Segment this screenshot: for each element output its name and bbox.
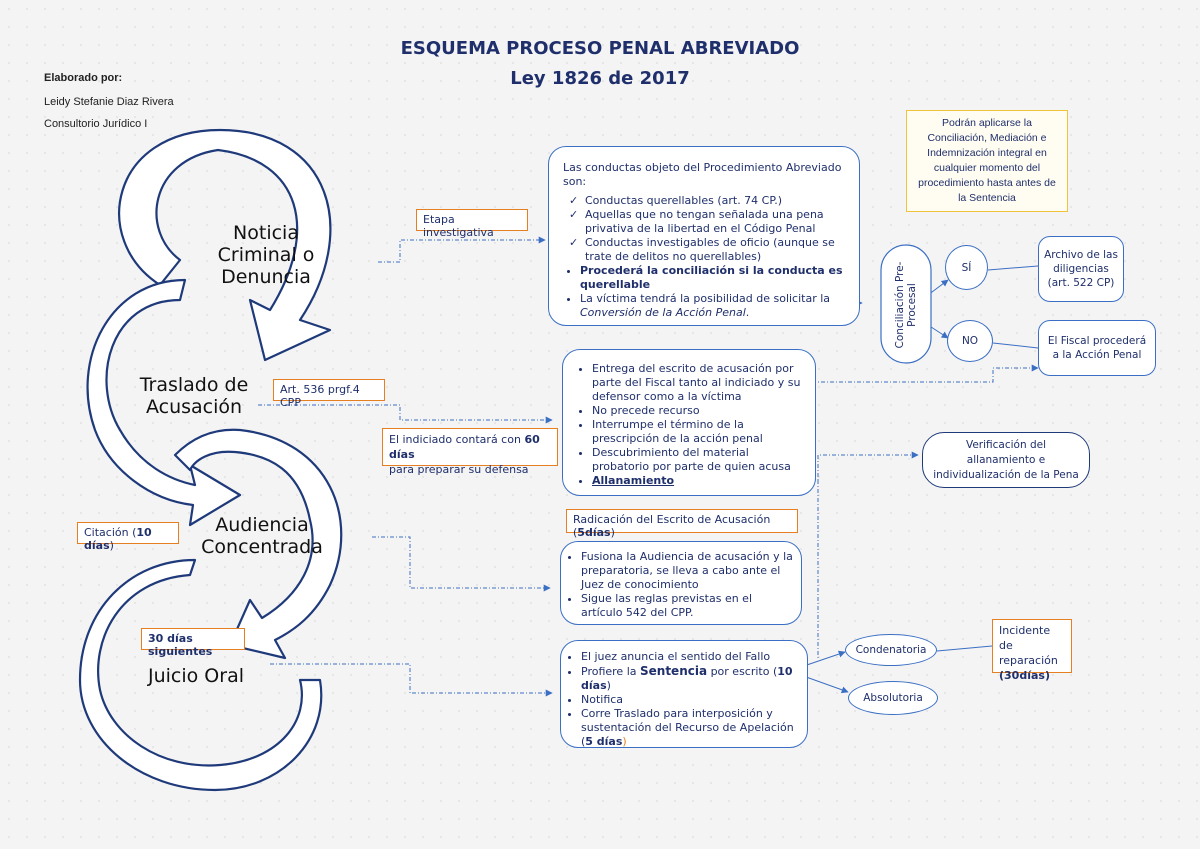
citacion-close: ) xyxy=(109,539,114,552)
option-condenatoria: Condenatoria xyxy=(845,634,937,666)
juicio-item: El juez anuncia el sentido del Fallo xyxy=(581,650,799,664)
conducta-item: ✓Conductas querellables (art. 74 CP.) xyxy=(569,194,783,207)
acusacion-item: Descubrimiento del material probatorio p… xyxy=(592,446,805,474)
citacion-text: Citación ( xyxy=(84,526,137,539)
box-archivo: Archivo de las diligencias (art. 522 CP) xyxy=(1038,236,1124,302)
conciliacion-bullet: Procederá la conciliación si la conducta… xyxy=(580,264,847,292)
acusacion-item: No precede recurso xyxy=(592,404,805,418)
radicacion-text: Radicación del Escrito de Acusación ( xyxy=(573,513,771,539)
radicacion-days: 5días xyxy=(577,526,611,539)
tag-citacion: Citación (10 días) xyxy=(77,522,179,552)
stage-noticia-line1: Noticia xyxy=(233,222,299,244)
page-subtitle: Ley 1826 de 2017 xyxy=(510,68,690,89)
author-name: Leidy Stefanie Diaz Rivera xyxy=(44,96,174,108)
tag-art-536: Art. 536 prgf.4 CPP xyxy=(273,379,385,409)
conducta-text: Aquellas que no tengan señalada una pena… xyxy=(585,208,824,235)
conductas-intro: Las conductas objeto del Procedimiento A… xyxy=(563,161,842,188)
tag-radicacion: Radicación del Escrito de Acusación (5dí… xyxy=(566,509,798,539)
conducta-item: ✓Aquellas que no tengan señalada una pen… xyxy=(569,208,824,235)
victima-text: La víctima tendrá la posibilidad de soli… xyxy=(580,292,831,305)
tag-30-dias: 30 días siguientes xyxy=(141,628,245,658)
box-audiencia: Fusiona la Audiencia de acusación y la p… xyxy=(560,541,802,625)
box-acusacion: Entrega del escrito de acusación por par… xyxy=(562,349,816,496)
stage-audiencia-line2: Concentrada xyxy=(201,536,323,558)
citacion-days: 10 días xyxy=(84,526,152,552)
juicio-text: por escrito ( xyxy=(707,665,778,678)
conducta-text: Conductas investigables de oficio (aunqu… xyxy=(585,236,835,263)
incidente-text: Incidente de reparación xyxy=(999,624,1058,667)
juicio-close: ) xyxy=(606,679,611,692)
conciliacion-pill xyxy=(880,244,932,364)
stage-traslado-line1: Traslado de xyxy=(139,374,249,396)
connector-acusacion-fiscal xyxy=(784,364,1039,386)
option-si: SÍ xyxy=(945,245,988,290)
acusacion-item: Entrega del escrito de acusación por par… xyxy=(592,362,805,404)
page-title: ESQUEMA PROCESO PENAL ABREVIADO xyxy=(400,38,800,59)
indiciado-days: 60 días xyxy=(389,433,540,461)
stage-traslado: Traslado de Acusación xyxy=(124,374,264,418)
sentencia-text: Sentencia xyxy=(640,664,708,678)
conducta-text: Conductas querellables (art. 74 CP.) xyxy=(585,194,783,207)
connector-incidente xyxy=(936,645,993,652)
connector-noticia-etapa xyxy=(378,236,546,263)
stage-noticia-line3: Denuncia xyxy=(221,266,311,288)
juicio-days: 5 días xyxy=(585,735,623,748)
connector-si-archivo xyxy=(987,265,1039,271)
author-label: Elaborado por: xyxy=(44,72,123,84)
box-fiscal: El Fiscal procederá a la Acción Penal xyxy=(1038,320,1156,376)
cycle-arrow-3 xyxy=(173,428,343,660)
incidente-days: (30días) xyxy=(999,669,1050,682)
connector-no-fiscal xyxy=(992,342,1039,349)
tag-incidente-reparacion: Incidente de reparación (30días) xyxy=(992,619,1072,682)
radicacion-close: ) xyxy=(610,526,615,539)
juicio-item: Notifica xyxy=(581,693,799,707)
allanamiento-item: Allanamiento xyxy=(592,474,805,488)
stage-noticia-line2: Criminal o xyxy=(217,244,315,266)
audiencia-item: Fusiona la Audiencia de acusación y la p… xyxy=(581,550,793,592)
stage-traslado-line2: Acusación xyxy=(145,396,243,418)
option-absolutoria: Absolutoria xyxy=(848,681,938,715)
audiencia-item: Sigue las reglas previstas en el artícul… xyxy=(581,592,793,620)
option-no: NO xyxy=(947,320,993,362)
victima-em: Conversión de la Acción Penal xyxy=(580,306,746,319)
cycle-arrow-1 xyxy=(118,128,332,362)
juicio-item: Corre Traslado para interposición y sust… xyxy=(581,707,799,749)
box-verificacion: Verificación del allanamiento e individu… xyxy=(922,432,1090,488)
juicio-text: Corre Traslado para interposición y sust… xyxy=(581,707,794,748)
connector-traslado-acusacion xyxy=(258,404,553,424)
juicio-text: Profiere la xyxy=(581,665,640,678)
indiciado-text: El indiciado contará con xyxy=(389,433,525,446)
stage-audiencia-line1: Audiencia xyxy=(215,514,309,536)
victima-bullet: La víctima tendrá la posibilidad de soli… xyxy=(580,292,847,320)
note-conciliacion: Podrán aplicarse la Conciliación, Mediac… xyxy=(906,110,1068,212)
indiciado-text-2: para preparar su defensa xyxy=(389,463,529,476)
stage-noticia: Noticia Criminal o Denuncia xyxy=(196,222,336,288)
stage-audiencia: Audiencia Concentrada xyxy=(192,514,332,558)
conducta-item: ✓Conductas investigables de oficio (aunq… xyxy=(569,236,835,263)
box-juicio: El juez anuncia el sentido del Fallo Pro… xyxy=(560,640,808,748)
conciliacion-label: Conciliación Pre-Procesal xyxy=(894,261,918,349)
cycle-arrow-2 xyxy=(86,278,242,527)
cycle-arrow-4 xyxy=(78,558,323,792)
juicio-item: Profiere la Sentencia por escrito (10 dí… xyxy=(581,664,799,693)
stage-juicio: Juicio Oral xyxy=(147,665,244,687)
tag-indiciado-60-dias: El indiciado contará con 60 días para pr… xyxy=(382,428,558,476)
box-conductas: Las conductas objeto del Procedimiento A… xyxy=(548,146,860,326)
author-org: Consultorio Jurídico I xyxy=(44,118,148,130)
tag-etapa-investigativa: Etapa investigativa xyxy=(416,209,528,239)
connector-juicio xyxy=(270,663,553,697)
juicio-close: ) xyxy=(622,735,627,748)
connector-audiencia xyxy=(372,536,551,592)
victima-end: . xyxy=(745,306,750,319)
acusacion-item: Interrumpe el término de la prescripción… xyxy=(592,418,805,446)
juicio-days: 10 días xyxy=(581,665,793,692)
